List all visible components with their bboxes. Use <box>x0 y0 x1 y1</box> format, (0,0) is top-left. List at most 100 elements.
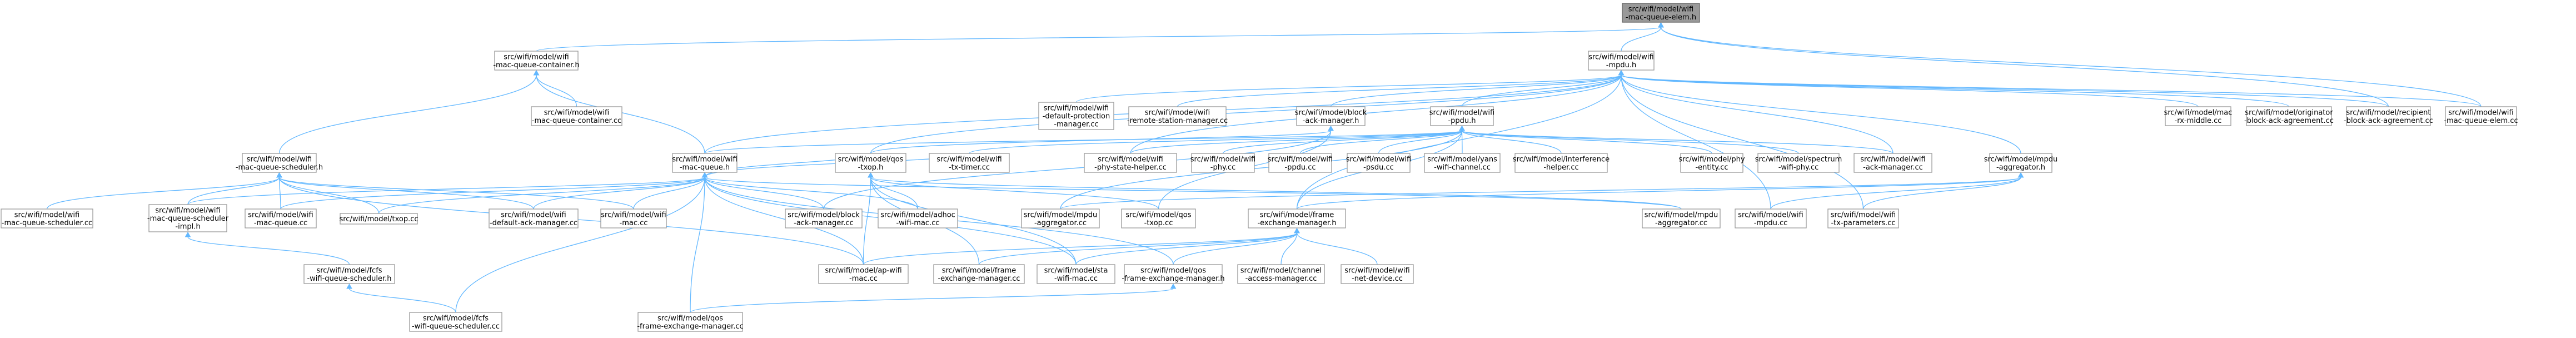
graph-node-n40[interactable]: src/wifi/model/fcfs-wifi-queue-scheduler… <box>303 264 395 284</box>
edge-n38-to-n2 <box>1621 74 1771 210</box>
node-label-line: -psdu.cc <box>1363 163 1394 172</box>
graph-node-n38[interactable]: src/wifi/model/wifi-mpdu.cc <box>1735 208 1807 228</box>
graph-node-n22[interactable]: src/wifi/model/wifi-tx-timer.cc <box>929 153 1010 173</box>
graph-node-n6[interactable]: src/wifi/model/wifi-default-protection-m… <box>1038 102 1114 130</box>
edge-n38-to-n32 <box>1770 177 2021 210</box>
edge-n29-to-n9 <box>1461 130 1712 154</box>
edge-n25-to-n9 <box>1299 130 1463 154</box>
node-label-line: src/wifi/model/wifi <box>1860 155 1925 163</box>
node-label-line: -rx-middle.cc <box>2175 117 2222 125</box>
edge-n21-to-n2 <box>870 74 1622 154</box>
node-box <box>409 312 502 332</box>
node-label-line: src/wifi/model/originator <box>2245 108 2333 117</box>
edge-n47-to-n5 <box>455 177 705 313</box>
graph-node-n20[interactable]: src/wifi/model/block-ack-manager.cc <box>785 208 863 228</box>
edge-n43-to-n21 <box>870 177 1077 265</box>
node-label-line: src/wifi/model/adhoc <box>880 211 955 219</box>
node-label-line: -wifi-queue-scheduler.cc <box>412 322 500 331</box>
graph-node-n27[interactable]: src/wifi/model/yans-wifi-channel.cc <box>1424 153 1501 173</box>
node-label-line: src/wifi/model/wifi <box>1044 105 1109 113</box>
node-label-line: src/wifi/model/wifi <box>2448 108 2513 117</box>
edge-n41-to-n5 <box>704 177 864 265</box>
graph-node-n13[interactable]: src/wifi/model/wifi-mac-queue-elem.cc <box>2444 106 2518 126</box>
node-box <box>1021 208 1100 228</box>
node-label-line: -mpdu.cc <box>1754 219 1788 227</box>
node-box <box>2346 106 2431 126</box>
graph-node-n41[interactable]: src/wifi/model/ap-wifi-mac.cc <box>818 264 909 284</box>
graph-node-n29[interactable]: src/wifi/model/phy-entity.cc <box>1678 153 1745 173</box>
graph-node-n45[interactable]: src/wifi/model/channel-access-manager.cc <box>1237 264 1325 284</box>
node-label-line: -mac-queue-scheduler <box>147 215 229 223</box>
node-label-line: src/wifi/model/wifi <box>544 108 609 117</box>
edge-n44-to-n36 <box>1173 232 1298 265</box>
node-box <box>878 208 958 228</box>
node-label-line: src/wifi/model/fcfs <box>423 314 489 322</box>
graph-node-n15[interactable]: src/wifi/model/wifi-mac-queue-scheduler-… <box>147 204 229 232</box>
graph-node-n31[interactable]: src/wifi/model/wifi-ack-manager.cc <box>1853 153 1932 173</box>
graph-node-n14[interactable]: src/wifi/model/wifi-mac-queue-scheduler.… <box>1 208 93 228</box>
edge-n13-to-n0 <box>1660 27 2482 107</box>
graph-node-n0[interactable]: src/wifi/model/wifi-mac-queue-elem.h <box>1622 3 1700 23</box>
graph-node-n19[interactable]: src/wifi/model/wifi-mac.cc <box>600 208 667 228</box>
graph-node-n33[interactable]: src/wifi/model/adhoc-wifi-mac.cc <box>878 208 958 228</box>
edge-n13-to-n2 <box>1621 74 2482 107</box>
graph-node-n24[interactable]: src/wifi/model/wifi-phy.cc <box>1190 153 1255 173</box>
node-label-line: src/wifi/model/wifi <box>1346 155 1411 163</box>
graph-node-n43[interactable]: src/wifi/model/sta-wifi-mac.cc <box>1037 264 1115 284</box>
edge-n37-to-n5 <box>704 177 1682 210</box>
node-label-line: -aggregator.cc <box>1655 219 1707 227</box>
graph-node-n23[interactable]: src/wifi/model/wifi-phy-state-helper.cc <box>1084 153 1177 173</box>
graph-node-n7[interactable]: src/wifi/model/wifi-remote-station-manag… <box>1127 106 1228 126</box>
graph-node-n35[interactable]: src/wifi/model/qos-txop.cc <box>1121 208 1196 228</box>
edge-n46-to-n36 <box>1296 232 1378 265</box>
graph-node-n9[interactable]: src/wifi/model/wifi-ppdu.h <box>1429 106 1494 126</box>
graph-node-n5[interactable]: src/wifi/model/wifi-mac-queue.h <box>672 153 738 173</box>
graph-node-n48[interactable]: src/wifi/model/qos-frame-exchange-manage… <box>637 312 744 332</box>
graph-node-n46[interactable]: src/wifi/model/wifi-net-device.cc <box>1341 264 1414 284</box>
graph-node-n16[interactable]: src/wifi/model/wifi-mac-queue.cc <box>245 208 317 228</box>
node-box <box>1124 264 1223 284</box>
graph-node-n25[interactable]: src/wifi/model/wifi-ppdu.cc <box>1268 153 1333 173</box>
graph-node-n30[interactable]: src/wifi/model/spectrum-wifi-phy.cc <box>1755 153 1842 173</box>
node-label-line: -frame-exchange-manager.cc <box>637 322 743 331</box>
graph-node-n1[interactable]: src/wifi/model/wifi-mac-queue-container.… <box>493 51 580 71</box>
graph-node-n18[interactable]: src/wifi/model/wifi-default-ack-manager.… <box>489 208 579 228</box>
graph-node-n36[interactable]: src/wifi/model/frame-exchange-manager.h <box>1248 208 1346 228</box>
graph-node-n39[interactable]: src/wifi/model/wifi-tx-parameters.cc <box>1827 208 1899 228</box>
node-box <box>1 208 93 228</box>
graph-node-n34[interactable]: src/wifi/model/mpdu-aggregator.cc <box>1021 208 1100 228</box>
node-label-line: -manager.cc <box>1054 121 1098 129</box>
graph-node-n12[interactable]: src/wifi/model/recipient-block-ack-agree… <box>2344 106 2433 126</box>
node-label-line: -mac-queue.cc <box>254 219 307 227</box>
graph-node-n10[interactable]: src/wifi/model/mac-rx-middle.cc <box>2164 106 2233 126</box>
graph-node-n28[interactable]: src/wifi/model/interference-helper.cc <box>1513 153 1610 173</box>
node-box <box>835 153 906 173</box>
node-box <box>303 264 395 284</box>
graph-node-n47[interactable]: src/wifi/model/fcfs-wifi-queue-scheduler… <box>409 312 502 332</box>
graph-node-n21[interactable]: src/wifi/model/qos-txop.h <box>835 153 906 173</box>
node-label-line: -mac-queue-scheduler.cc <box>2 219 92 227</box>
node-box <box>1296 106 1366 126</box>
nodes-layer: src/wifi/model/wifi-mac-queue-elem.hsrc/… <box>1 3 2518 332</box>
node-box <box>600 208 667 228</box>
node-label-line: src/wifi/model/phy <box>1678 155 1745 163</box>
graph-node-n26[interactable]: src/wifi/model/wifi-psdu.cc <box>1346 153 1411 173</box>
graph-node-n44[interactable]: src/wifi/model/qos-frame-exchange-manage… <box>1122 264 1225 284</box>
graph-node-n11[interactable]: src/wifi/model/originator-block-ack-agre… <box>2244 106 2334 126</box>
graph-node-n8[interactable]: src/wifi/model/block-ack-manager.h <box>1295 106 1367 126</box>
node-box <box>2165 106 2231 126</box>
graph-node-n42[interactable]: src/wifi/model/frame-exchange-manager.cc <box>933 264 1025 284</box>
graph-node-n3[interactable]: src/wifi/model/wifi-mac-queue-container.… <box>531 106 622 126</box>
graph-node-n17[interactable]: src/wifi/model/txop.cc <box>339 213 418 225</box>
edge-n19-to-n4 <box>278 177 634 210</box>
node-label-line: src/wifi/model/wifi <box>501 211 566 219</box>
node-label-line: -remote-station-manager.cc <box>1127 117 1228 125</box>
node-label-line: -mac-queue-elem.h <box>1626 13 1696 22</box>
graph-node-n37[interactable]: src/wifi/model/mpdu-aggregator.cc <box>1642 208 1721 228</box>
graph-node-n4[interactable]: src/wifi/model/wifi-mac-queue-scheduler.… <box>236 153 323 173</box>
edge-n9-to-n2 <box>1461 74 1622 107</box>
graph-node-n2[interactable]: src/wifi/model/wifi-mpdu.h <box>1588 51 1655 71</box>
graph-node-n32[interactable]: src/wifi/model/mpdu-aggregator.h <box>1984 153 2057 173</box>
node-box <box>1037 264 1115 284</box>
arrowhead-n48-to-n44 <box>1170 283 1177 289</box>
